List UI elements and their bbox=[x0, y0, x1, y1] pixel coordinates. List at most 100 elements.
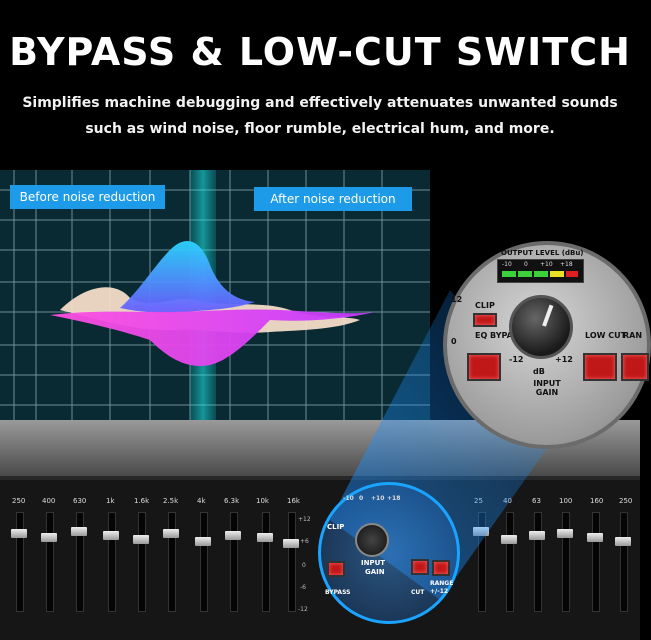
slider-handle[interactable] bbox=[501, 535, 517, 544]
range-partial-button[interactable] bbox=[621, 353, 649, 381]
slider-handle[interactable] bbox=[195, 537, 211, 546]
spot-gain-label: GAIN bbox=[365, 568, 385, 576]
scale-label: -6 bbox=[300, 584, 306, 591]
freq-label: 10k bbox=[256, 497, 269, 505]
low-cut-label: LOW CUT bbox=[585, 331, 627, 340]
slider-handle[interactable] bbox=[283, 539, 299, 548]
freq-label: 6.3k bbox=[224, 497, 240, 505]
spot-tick: -10 bbox=[343, 495, 354, 502]
freq-label: 400 bbox=[42, 497, 56, 505]
freq-label: 250 bbox=[12, 497, 26, 505]
slider-handle[interactable] bbox=[163, 529, 179, 538]
freq-label: 4k bbox=[197, 497, 206, 505]
wave-pink bbox=[50, 309, 375, 366]
subtitle-line-2: such as wind noise, floor rumble, electr… bbox=[85, 121, 555, 137]
eq-slider[interactable] bbox=[195, 512, 211, 612]
scale-label: +12 bbox=[298, 516, 311, 523]
scale-label: 0 bbox=[302, 562, 306, 569]
headline: BYPASS & LOW-CUT SWITCH bbox=[9, 30, 631, 74]
output-level-label: OUTPUT LEVEL (dBu) bbox=[501, 249, 584, 257]
eq-slider[interactable] bbox=[529, 512, 545, 612]
input-gain-label: INPUT GAIN bbox=[533, 379, 561, 397]
slider-handle[interactable] bbox=[225, 531, 241, 540]
freq-label: 2.5k bbox=[163, 497, 179, 505]
slider-handle[interactable] bbox=[529, 531, 545, 540]
spot-lowcut-button[interactable] bbox=[411, 559, 429, 575]
freq-label: 630 bbox=[73, 497, 87, 505]
wave-blue bbox=[120, 241, 255, 313]
scale-label: -12 bbox=[298, 606, 308, 613]
meter-tick: -10 bbox=[502, 261, 512, 268]
mark-0: 0 bbox=[451, 337, 457, 346]
range-partial-label: RAN bbox=[623, 331, 643, 340]
range-button[interactable] bbox=[432, 560, 450, 576]
spot-gain-knob[interactable] bbox=[355, 523, 389, 557]
eq-slider[interactable] bbox=[133, 512, 149, 612]
after-badge: After noise reduction bbox=[254, 187, 412, 211]
slider-handle[interactable] bbox=[11, 529, 27, 538]
meter-tick: 0 bbox=[524, 261, 528, 268]
eq-bypass-button[interactable] bbox=[467, 353, 501, 381]
eq-slider[interactable] bbox=[615, 512, 631, 612]
highlight-spot: -10 0 +10 +18 CLIP INPUT GAIN BYPASS CUT bbox=[318, 482, 460, 624]
magnifier-lens: OUTPUT LEVEL (dBu) -10 0 +10 +18 CLIP EQ… bbox=[443, 241, 651, 449]
before-badge: Before noise reduction bbox=[10, 185, 165, 209]
eq-bypass-label: EQ BYPASS bbox=[475, 331, 524, 340]
knob-pointer bbox=[542, 304, 554, 327]
meter-segment bbox=[550, 271, 564, 277]
plus-12-label: +12 bbox=[555, 355, 573, 364]
spot-input-label: INPUT bbox=[361, 559, 386, 567]
slider-handle[interactable] bbox=[587, 533, 603, 542]
eq-slider[interactable] bbox=[501, 512, 517, 612]
eq-slider[interactable] bbox=[283, 512, 299, 612]
eq-slider[interactable] bbox=[41, 512, 57, 612]
range-value: +/-12 bbox=[430, 588, 449, 595]
spot-clip-label: CLIP bbox=[327, 523, 345, 531]
slider-handle[interactable] bbox=[103, 531, 119, 540]
mark-12: 12 bbox=[451, 295, 463, 304]
eq-slider[interactable] bbox=[557, 512, 573, 612]
freq-label: 16k bbox=[287, 497, 300, 505]
range-label: RANGE bbox=[430, 580, 454, 587]
eq-slider[interactable] bbox=[11, 512, 27, 612]
spot-bypass-button[interactable] bbox=[327, 561, 345, 577]
slider-handle[interactable] bbox=[41, 533, 57, 542]
slider-handle[interactable] bbox=[615, 537, 631, 546]
clip-label: CLIP bbox=[475, 301, 495, 310]
slider-handle[interactable] bbox=[557, 529, 573, 538]
spot-bypass-label: BYPASS bbox=[325, 589, 351, 596]
eq-slider[interactable] bbox=[103, 512, 119, 612]
subtitle-line-1: Simplifies machine debugging and effecti… bbox=[22, 95, 618, 111]
spot-tick: +18 bbox=[387, 495, 401, 502]
spot-tick: 0 bbox=[359, 495, 364, 502]
freq-label: 160 bbox=[590, 497, 604, 505]
level-meter: -10 0 +10 +18 bbox=[497, 259, 584, 283]
freq-label: 1k bbox=[106, 497, 115, 505]
eq-slider[interactable] bbox=[163, 512, 179, 612]
meter-segment bbox=[502, 271, 516, 277]
meter-segment bbox=[534, 271, 548, 277]
meter-tick: +10 bbox=[540, 261, 553, 268]
input-gain-knob[interactable] bbox=[509, 295, 573, 359]
clip-indicator bbox=[473, 313, 497, 327]
eq-slider[interactable] bbox=[257, 512, 273, 612]
low-cut-button[interactable] bbox=[583, 353, 617, 381]
spot-tick: +10 bbox=[371, 495, 385, 502]
slider-handle[interactable] bbox=[257, 533, 273, 542]
eq-slider[interactable] bbox=[71, 512, 87, 612]
meter-segment bbox=[566, 271, 578, 277]
meter-tick: +18 bbox=[560, 261, 573, 268]
slider-handle[interactable] bbox=[133, 535, 149, 544]
meter-segment bbox=[518, 271, 532, 277]
freq-label: 1.6k bbox=[134, 497, 150, 505]
freq-label: 63 bbox=[532, 497, 541, 505]
db-label: dB bbox=[533, 367, 545, 376]
freq-label: 100 bbox=[559, 497, 573, 505]
slider-handle[interactable] bbox=[71, 527, 87, 536]
spot-cut-label: CUT bbox=[411, 589, 425, 596]
scale-label: +6 bbox=[300, 538, 309, 545]
eq-slider[interactable] bbox=[225, 512, 241, 612]
eq-slider[interactable] bbox=[587, 512, 603, 612]
minus-12-label: -12 bbox=[509, 355, 524, 364]
freq-label: 250 bbox=[619, 497, 633, 505]
